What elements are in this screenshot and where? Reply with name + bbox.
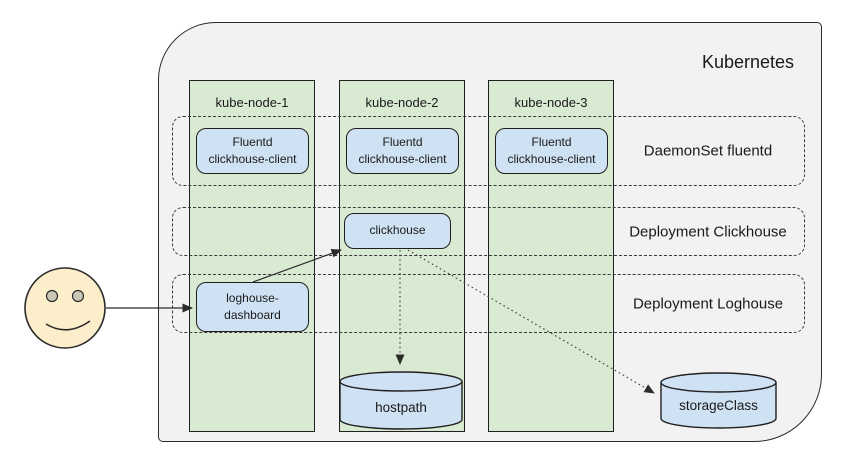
node-label: kube-node-1 [215,95,289,110]
pod-label-line1: loghouse- [226,290,279,305]
row-label: Deployment Clickhouse [629,223,787,240]
row-label: DaemonSet fluentd [643,142,773,160]
node-label: kube-node-2 [365,95,439,110]
pod-label-line2: dashboard [224,308,281,322]
deployment-clickhouse-row: Deployment Clickhouse [172,207,805,256]
node-label: kube-node-3 [514,95,588,110]
pod-label: clickhouse [369,223,426,238]
fluentd-pod-node1: Fluentd clickhouse-client [196,128,309,174]
pod-label-line2: clickhouse-client [507,152,596,166]
pod-label-line2: clickhouse-client [208,152,297,166]
kubernetes-title: Kubernetes [701,52,795,72]
clickhouse-pod: clickhouse [344,213,451,249]
fluentd-pod-node2: Fluentd clickhouse-client [346,128,459,174]
loghouse-dashboard-pod: loghouse- dashboard [196,282,309,332]
fluentd-pod-node3: Fluentd clickhouse-client [495,128,608,174]
smiley-left-eye [45,289,59,303]
smiley-mouth [45,320,91,331]
smiley-face-icon [24,267,106,349]
pod-label-line1: Fluentd [531,134,572,149]
row-label: Deployment Loghouse [632,295,784,312]
pod-label-line1: Fluentd [232,134,273,149]
smiley-right-eye [71,289,85,303]
daemonset-fluentd-row: DaemonSet fluentd [172,116,805,186]
pod-label-line1: Fluentd [382,134,423,149]
pod-label-line2: clickhouse-client [358,152,447,166]
